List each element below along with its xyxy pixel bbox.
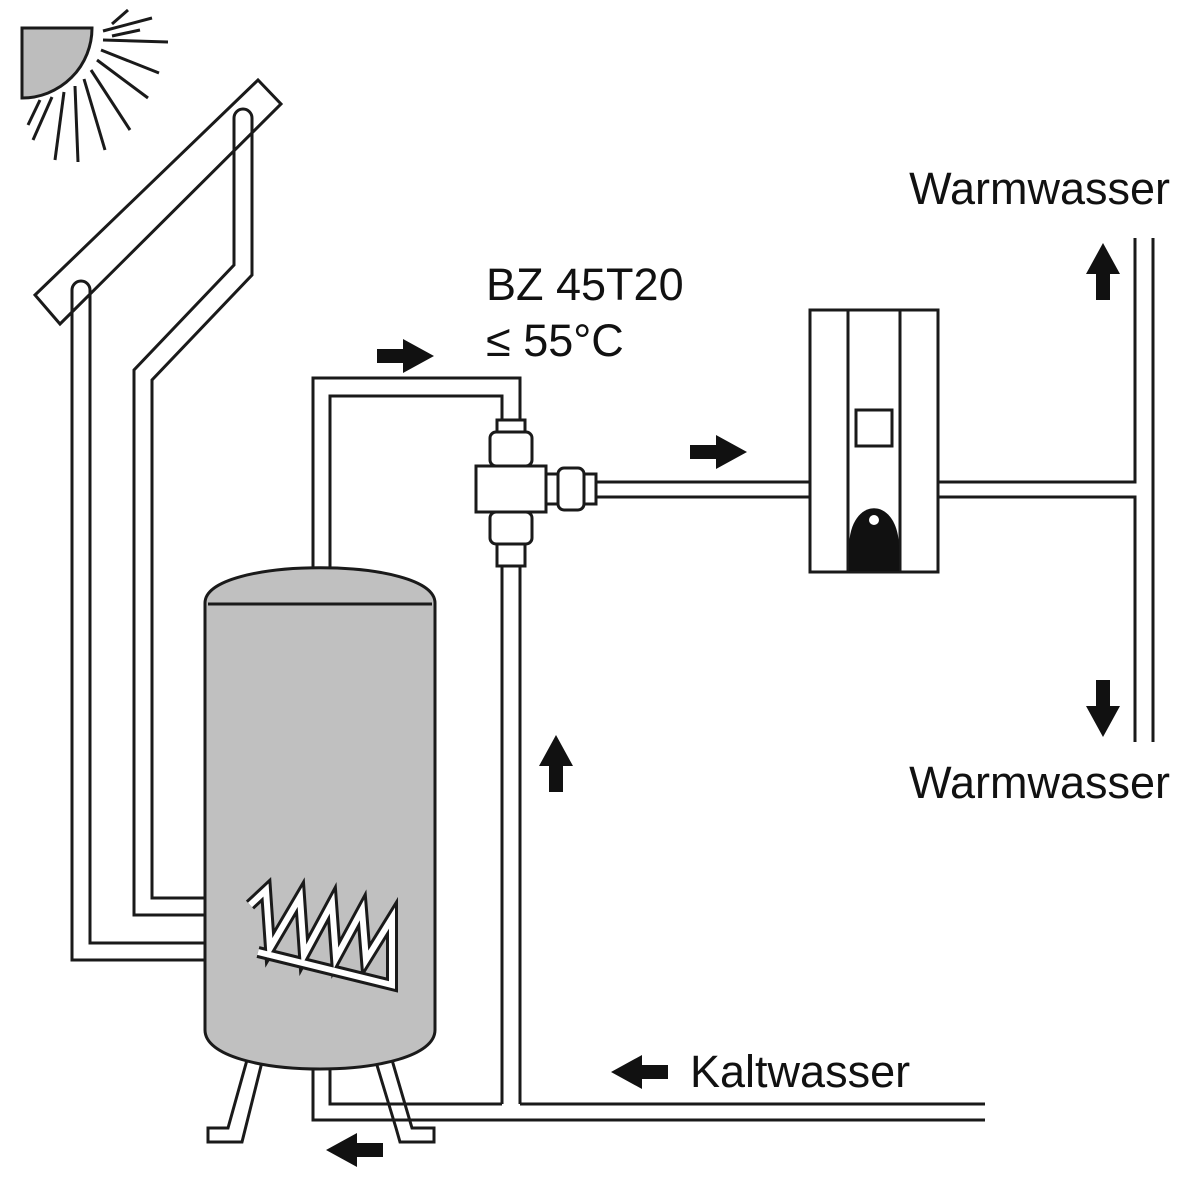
hot-supply-pipe — [311, 376, 522, 568]
arrow-up-icon — [1086, 243, 1120, 300]
kaltwasser-label: Kaltwasser — [690, 1046, 910, 1097]
valve-model-label: BZ 45T20 — [486, 259, 684, 310]
arrow-up-icon — [539, 735, 573, 792]
arrow-right-icon — [690, 435, 747, 469]
mixed-water-pipe — [596, 480, 810, 499]
arrow-left-icon — [326, 1133, 383, 1167]
storage-tank — [203, 566, 437, 1144]
arrow-right-icon — [377, 339, 434, 373]
flow-arrows — [326, 243, 1120, 1167]
solar-collector — [32, 77, 284, 327]
instantaneous-water-heater — [808, 308, 940, 574]
warmwasser-top-label: Warmwasser — [909, 163, 1170, 214]
cold-water-pipes — [311, 565, 985, 1122]
arrow-left-icon — [611, 1055, 668, 1089]
mixing-valve — [474, 418, 598, 568]
arrow-down-icon — [1086, 680, 1120, 737]
warm-water-pipes — [938, 238, 1155, 742]
warmwasser-bottom-label: Warmwasser — [909, 757, 1170, 808]
sun-icon — [20, 8, 169, 163]
heat-exchanger-coil — [245, 876, 398, 993]
valve-temperature-label: ≤ 55°C — [486, 315, 624, 366]
